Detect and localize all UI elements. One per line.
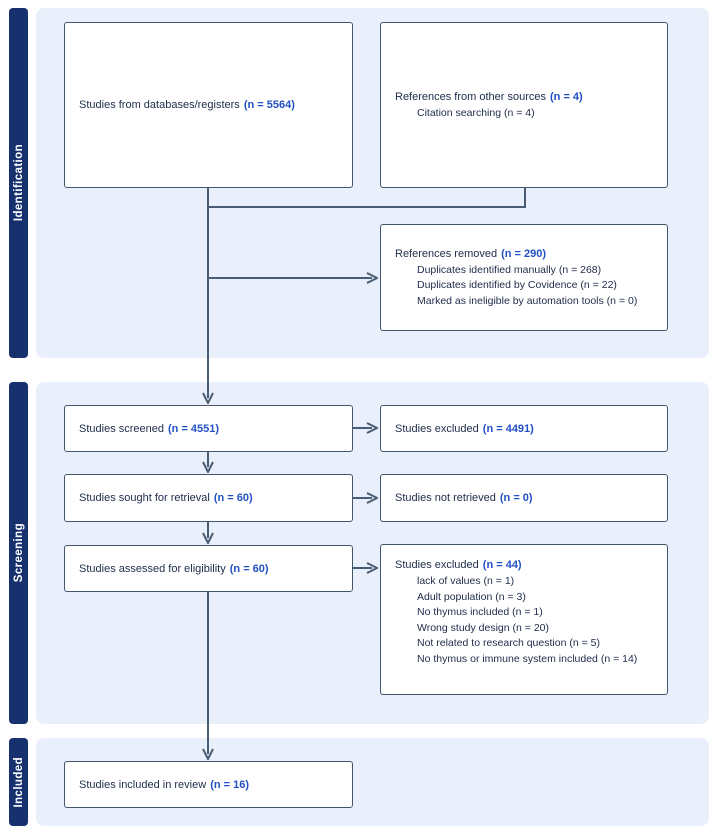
sidebar-included: Included bbox=[9, 738, 28, 826]
box-text: Studies assessed for eligibility(n = 60) bbox=[65, 561, 352, 577]
box-text: References removed(n = 290) bbox=[381, 246, 667, 262]
box-text: Studies not retrieved(n = 0) bbox=[381, 490, 667, 506]
box-studies-included-review: Studies included in review(n = 16) bbox=[64, 761, 353, 808]
subitem: Citation searching (n = 4) bbox=[417, 106, 535, 119]
box-label: Studies not retrieved bbox=[395, 492, 496, 504]
box-subitems: lack of values (n = 1) Adult population … bbox=[381, 574, 667, 667]
box-count: (n = 5564) bbox=[243, 99, 295, 111]
box-references-removed: References removed(n = 290) Duplicates i… bbox=[380, 224, 668, 331]
box-studies-not-retrieved: Studies not retrieved(n = 0) bbox=[380, 474, 668, 522]
included-label: Included bbox=[12, 756, 25, 808]
box-count: (n = 4) bbox=[550, 90, 583, 103]
box-subitems: Duplicates identified manually (n = 268)… bbox=[381, 263, 667, 310]
box-label: References from other sources bbox=[395, 90, 547, 103]
box-studies-sought-retrieval: Studies sought for retrieval(n = 60) bbox=[64, 474, 353, 522]
box-text: Studies screened (n = 4551) bbox=[65, 421, 352, 437]
box-label: Studies screened bbox=[79, 422, 164, 435]
subitem: Wrong study design (n = 20) bbox=[417, 621, 550, 634]
subitem: Duplicates identified by Covidence (n = … bbox=[417, 279, 617, 292]
identification-label: Identification bbox=[12, 144, 25, 222]
box-count: (n = 0) bbox=[499, 492, 533, 504]
box-text: References from other sources(n = 4) bbox=[381, 89, 667, 105]
sidebar-screening: Screening bbox=[9, 382, 28, 724]
box-text: Studies from databases/registers(n = 556… bbox=[65, 97, 352, 113]
box-text: Studies included in review(n = 16) bbox=[65, 777, 352, 793]
box-count: (n = 16) bbox=[210, 778, 250, 791]
box-count: (n = 4551) bbox=[168, 422, 220, 435]
box-studies-from-databases: Studies from databases/registers(n = 556… bbox=[64, 22, 353, 188]
box-studies-screened: Studies screened (n = 4551) bbox=[64, 405, 353, 452]
subitem: Marked as ineligible by automation tools… bbox=[417, 294, 638, 307]
subitem: No thymus included (n = 1) bbox=[417, 606, 543, 618]
subitem: Adult population (n = 3) bbox=[417, 590, 526, 603]
box-references-other-sources: References from other sources(n = 4) Cit… bbox=[380, 22, 668, 188]
box-subitems: Citation searching (n = 4) bbox=[381, 106, 667, 122]
screening-label: Screening bbox=[12, 523, 25, 583]
subitem: lack of values (n = 1) bbox=[417, 575, 515, 587]
box-text: Studies excluded(n = 4491) bbox=[381, 421, 667, 437]
box-count: (n = 60) bbox=[229, 562, 269, 575]
subitem: Not related to research question (n = 5) bbox=[417, 637, 600, 649]
box-studies-assessed-eligibility: Studies assessed for eligibility(n = 60) bbox=[64, 545, 353, 592]
box-label: Studies included in review bbox=[79, 778, 207, 791]
box-count: (n = 290) bbox=[501, 247, 547, 260]
subitem: Duplicates identified manually (n = 268) bbox=[417, 263, 602, 276]
box-label: Studies from databases/registers bbox=[79, 99, 240, 111]
box-count: (n = 44) bbox=[482, 559, 522, 571]
box-studies-excluded-eligibility: Studies excluded(n = 44) lack of values … bbox=[380, 544, 668, 695]
box-label: Studies excluded bbox=[395, 422, 479, 435]
box-label: Studies assessed for eligibility bbox=[79, 562, 226, 575]
sidebar-identification: Identification bbox=[9, 8, 28, 358]
box-text: Studies excluded(n = 44) bbox=[381, 557, 667, 573]
box-label: Studies sought for retrieval bbox=[79, 492, 210, 504]
box-label: References removed bbox=[395, 247, 498, 260]
box-count: (n = 60) bbox=[213, 492, 253, 504]
box-count: (n = 4491) bbox=[482, 422, 534, 435]
box-studies-excluded-screening: Studies excluded(n = 4491) bbox=[380, 405, 668, 452]
arrow-merge-sources bbox=[208, 188, 526, 208]
box-text: Studies sought for retrieval(n = 60) bbox=[65, 490, 352, 506]
subitem: No thymus or immune system included (n =… bbox=[417, 652, 638, 665]
box-label: Studies excluded bbox=[395, 559, 479, 571]
